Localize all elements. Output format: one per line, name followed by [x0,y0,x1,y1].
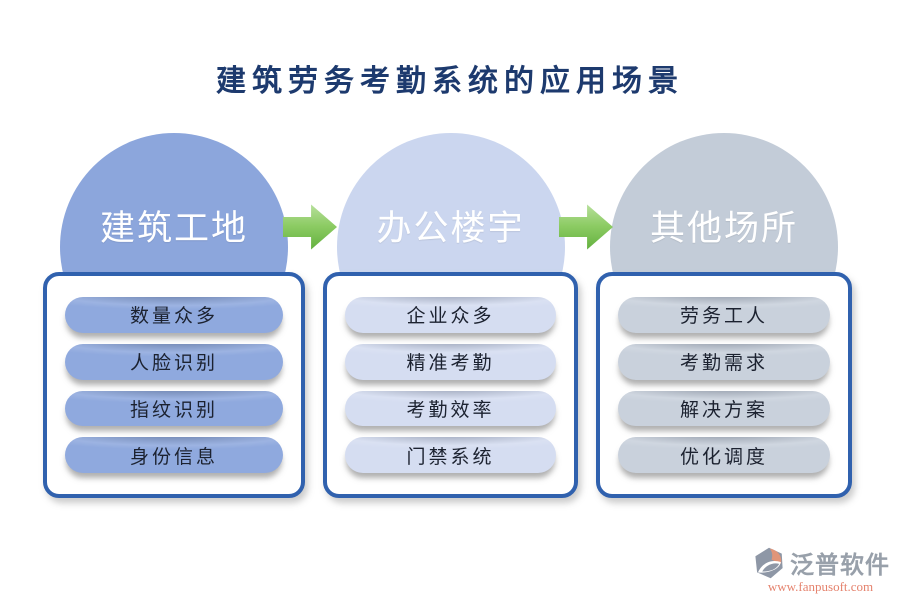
feature-pill: 指纹识别 [65,390,283,427]
feature-pill: 劳务工人 [618,297,830,333]
feature-pill-label: 指纹识别 [129,399,218,421]
feature-pill: 精准考勤 [345,343,556,380]
feature-pill: 数量众多 [65,297,283,333]
feature-pill: 企业众多 [345,297,556,333]
feature-box-office-building: 企业众多 精准考勤 考勤效率 门禁系统 [323,272,578,498]
feature-pill: 优化调度 [618,437,830,473]
feature-pill-label: 考勤效率 [406,399,495,421]
column-construction-site: 建筑工地 数量众多 人脸识别 指纹识别 身份信息 [43,133,305,498]
feature-pill-label: 身份信息 [129,446,218,468]
brand-name: 泛普软件 [790,553,890,579]
fanpu-logo-icon [755,547,783,578]
feature-pill-label: 企业众多 [406,306,495,328]
feature-pill-label: 数量众多 [129,306,218,328]
column-other-places: 其他场所 劳务工人 考勤需求 解决方案 优化调度 [596,133,852,498]
feature-pill-label: 解决方案 [679,399,768,421]
feature-box-other-places: 劳务工人 考勤需求 解决方案 优化调度 [596,272,852,498]
feature-pill: 考勤效率 [345,390,556,427]
feature-pill: 考勤需求 [618,343,830,380]
circle-label-other-places: 其他场所 [649,208,798,248]
column-office-building: 办公楼宇 企业众多 精准考勤 考勤效率 门禁系统 [323,133,578,498]
feature-pill-label: 人脸识别 [129,353,218,375]
feature-pill: 人脸识别 [65,343,283,380]
feature-pill: 身份信息 [65,437,283,473]
page-title: 建筑劳务考勤系统的应用场景 [216,65,684,98]
feature-pill-label: 门禁系统 [406,446,495,468]
feature-pill: 解决方案 [618,390,830,427]
feature-pill-label: 考勤需求 [679,353,768,375]
feature-pill-label: 优化调度 [679,446,768,468]
brand-url: www.fanpusoft.com [767,579,874,594]
circle-label-office-building: 办公楼宇 [376,208,525,248]
feature-pill-label: 劳务工人 [679,306,768,328]
feature-pill: 门禁系统 [345,437,556,473]
circle-label-construction-site: 建筑工地 [99,208,248,248]
feature-pill-label: 精准考勤 [406,353,495,375]
feature-box-construction-site: 数量众多 人脸识别 指纹识别 身份信息 [43,272,305,498]
brand-footer: 泛普软件 www.fanpusoft.com [751,545,890,595]
